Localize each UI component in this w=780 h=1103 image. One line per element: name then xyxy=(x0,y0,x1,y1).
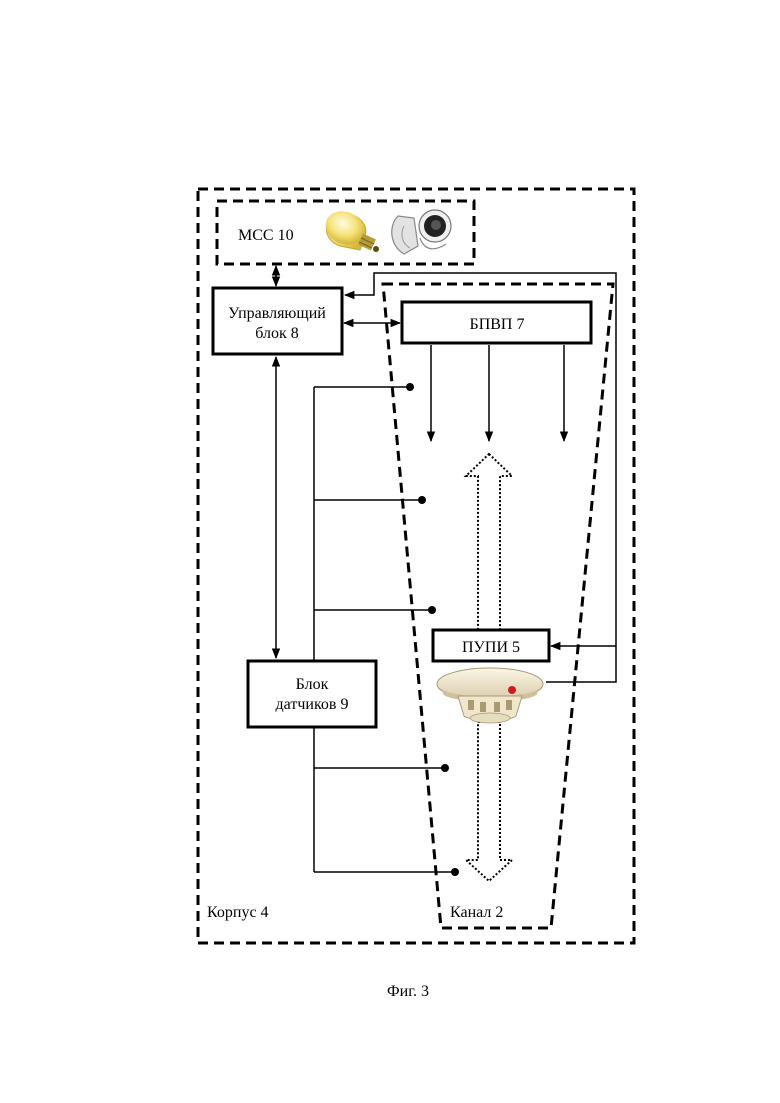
sensors-box xyxy=(248,661,376,727)
speaker-icon xyxy=(392,210,451,254)
airflow-double-arrow xyxy=(466,454,512,881)
mcc-label: МСС 10 xyxy=(238,227,294,244)
control-unit-label-line1: Управляющий xyxy=(228,305,326,322)
bpvp-label: БПВП 7 xyxy=(470,316,525,333)
channel-label: Канал 2 xyxy=(450,904,503,921)
pupi-label: ПУПИ 5 xyxy=(462,639,520,656)
sensors-label-line1: Блок xyxy=(296,676,329,693)
light-bulb-icon xyxy=(320,205,379,252)
housing-label: Корпус 4 xyxy=(207,904,269,921)
sensor-bus-lower xyxy=(314,728,459,876)
figure-caption: Фиг. 3 xyxy=(387,983,429,1000)
control-unit-label-line2: блок 8 xyxy=(255,325,299,342)
sensors-label-line2: датчиков 9 xyxy=(276,696,349,713)
smoke-detector-icon xyxy=(437,668,543,723)
sensor-bus-upper xyxy=(314,383,436,661)
